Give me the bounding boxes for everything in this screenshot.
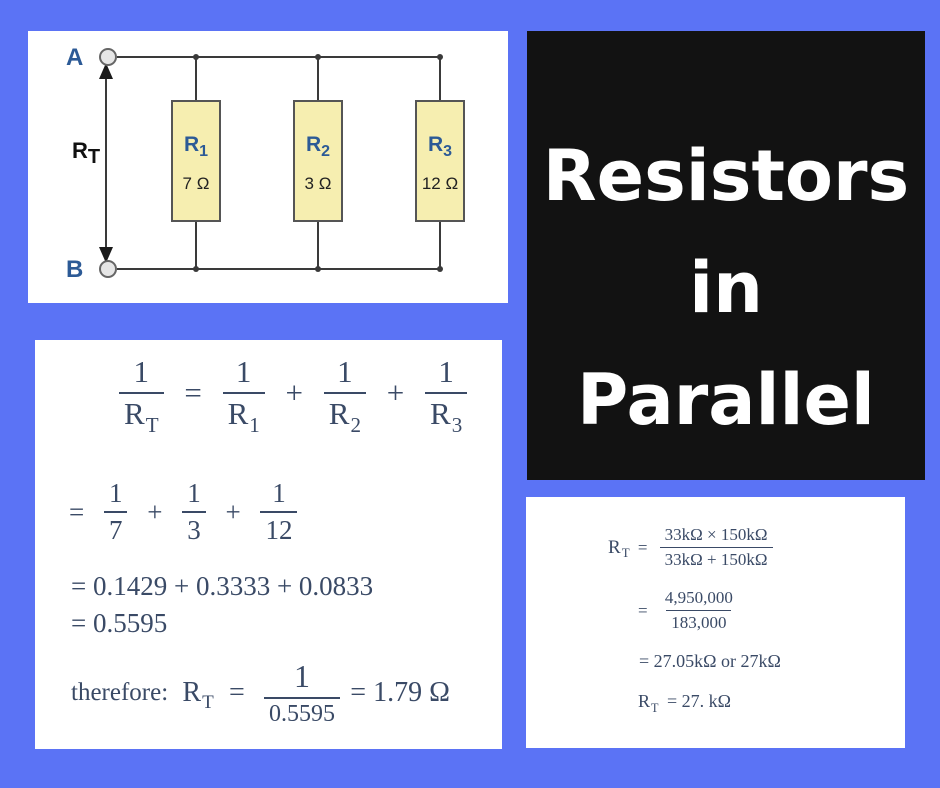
total-resistance-symbol: RT: [608, 536, 630, 561]
title-line-1: Resistors: [542, 135, 910, 217]
fraction-one-over-three: 1 3: [182, 478, 206, 546]
circuit-diagram-panel: A B RT R1 7 Ω R2 3 Ω R3 12 Ω: [28, 31, 508, 303]
fraction-one-over-seven: 1 7: [103, 478, 128, 546]
final-answer: = 1.79 Ω: [350, 677, 450, 708]
title-panel: Resistors in Parallel: [527, 31, 925, 480]
total-resistance-label: RT: [72, 138, 100, 168]
therefore-label: therefore:: [71, 679, 169, 706]
equals-sign: =: [228, 677, 245, 708]
numeric-fraction-line: = 4,950,000 183,000: [634, 588, 742, 633]
junction-dot: [437, 266, 443, 272]
junction-dot: [315, 266, 321, 272]
equals-sign: =: [184, 375, 202, 410]
arrow-up-icon: [99, 63, 113, 79]
plus-sign: +: [147, 496, 163, 527]
final-result-line: therefore: RT = 1 0.5595 = 1.79 Ω: [71, 658, 450, 728]
fraction-one-over-twelve: 1 12: [260, 478, 298, 546]
numeric-fraction: 4,950,000 183,000: [664, 588, 733, 632]
product-over-sum-line: RT = 33kΩ × 150kΩ 33kΩ + 150kΩ: [608, 525, 777, 570]
plus-sign: +: [285, 375, 304, 410]
parallel-resistance-formula: 1 RT = 1 R1 + 1 R2 + 1 R3: [115, 354, 471, 437]
plus-sign: +: [225, 496, 241, 527]
resistor-r2: R2 3 Ω: [293, 100, 343, 222]
fraction-one-over-r2: 1 R2: [323, 354, 367, 437]
fraction-one-over-rt: 1 RT: [119, 354, 164, 437]
parallel-circuit-diagram: A B RT R1 7 Ω R2 3 Ω R3 12 Ω: [66, 44, 465, 283]
resistor-r1-label: R1: [184, 133, 208, 160]
resistor-r2-value: 3 Ω: [305, 174, 332, 193]
resistor-r2-label: R2: [306, 133, 330, 160]
node-a-label: A: [66, 44, 83, 71]
equals-sign: =: [69, 496, 85, 527]
resistor-r3-value: 12 Ω: [422, 174, 458, 193]
decimal-sum-line: = 0.1429 + 0.3333 + 0.0833: [71, 571, 374, 601]
arrow-down-icon: [99, 247, 113, 263]
plus-sign: +: [386, 375, 405, 410]
junction-dot: [437, 54, 443, 60]
resistor-r3-label: R3: [428, 133, 452, 160]
fraction-one-over-r1: 1 R1: [222, 354, 265, 437]
fraction-one-over-r3: 1 R3: [425, 354, 468, 437]
terminal-b: [99, 260, 117, 278]
example-calculation-panel: RT = 33kΩ × 150kΩ 33kΩ + 150kΩ = 4,950,0…: [526, 497, 905, 748]
junction-dot: [315, 54, 321, 60]
resistor-r1: R1 7 Ω: [171, 100, 221, 222]
total-resistance-symbol: RT: [182, 677, 214, 714]
node-b-label: B: [66, 256, 83, 283]
example-final-line: RT = 27. kΩ: [638, 691, 732, 715]
approximate-result-line: = 27.05kΩ or 27kΩ: [639, 651, 781, 671]
product-over-sum-fraction: 33kΩ × 150kΩ 33kΩ + 150kΩ: [659, 525, 773, 570]
sum-result-line: = 0.5595: [71, 608, 168, 638]
junction-dot: [193, 54, 199, 60]
terminal-a: [99, 48, 117, 66]
resistor-r1-value: 7 Ω: [183, 174, 210, 193]
formula-panel: 1 RT = 1 R1 + 1 R2 + 1 R3 = 1 7 + 1 3 +: [35, 340, 502, 749]
junction-dot: [193, 266, 199, 272]
substituted-values-line: = 1 7 + 1 3 + 1 12: [69, 478, 301, 546]
title-line-2: in: [689, 247, 763, 329]
title-line-3: Parallel: [577, 359, 875, 441]
fraction-one-over-sum: 1 0.5595: [264, 658, 341, 728]
resistor-r3: R3 12 Ω: [415, 100, 465, 222]
